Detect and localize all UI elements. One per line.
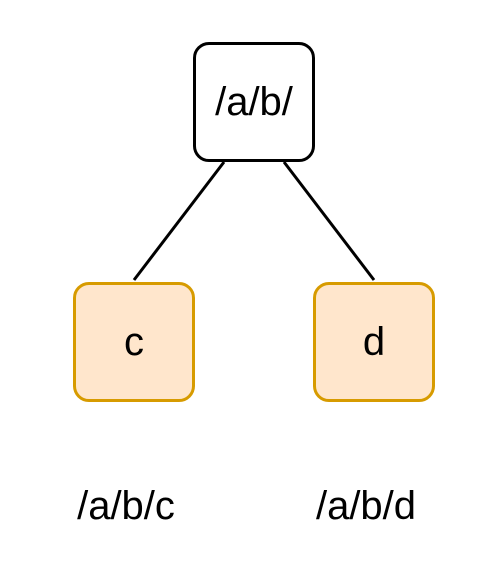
edge-root-to-d (282, 161, 376, 281)
child-node-c: c (73, 282, 195, 402)
path-label-d: /a/b/d (315, 484, 417, 528)
child-node-d-label: d (362, 320, 386, 364)
edge-root-to-c (132, 161, 226, 281)
path-label-c: /a/b/c (77, 484, 175, 528)
child-node-d: d (313, 282, 435, 402)
root-node-label: /a/b/ (215, 80, 293, 124)
child-node-c-label: c (124, 320, 144, 364)
root-node: /a/b/ (193, 42, 315, 162)
